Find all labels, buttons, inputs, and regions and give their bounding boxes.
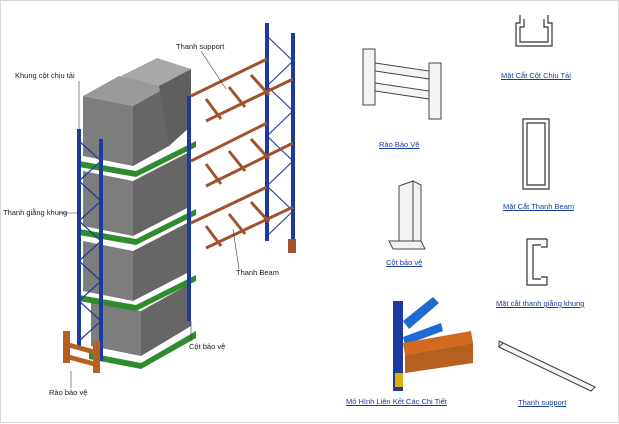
label-thanh-giang: Thanh giằng khung xyxy=(3,208,68,217)
upright-section-icon xyxy=(515,15,553,47)
column-guard-icon xyxy=(388,180,426,250)
bottom-guard-rail xyxy=(63,331,100,373)
link-rao-bao-ve[interactable]: Rào Bảo Vệ xyxy=(379,140,420,149)
main-rack xyxy=(63,58,196,373)
pallet-boxes xyxy=(83,58,191,356)
leader-lines xyxy=(59,50,240,388)
link-mat-cat-beam[interactable]: Mặt Cắt Thanh Beam xyxy=(503,202,575,211)
link-cot-bao-ve[interactable]: Cột bảo vệ xyxy=(386,258,423,267)
link-mat-cat-giang[interactable]: Mặt cắt thanh giằng khung xyxy=(496,299,585,308)
label-thanh-support: Thanh support xyxy=(176,42,225,51)
label-thanh-beam: Thanh Beam xyxy=(236,268,279,277)
green-pallets xyxy=(79,141,196,369)
link-mat-cat-cot[interactable]: Mặt Cắt Cột Chịu Tải xyxy=(501,71,571,80)
connection-model-icon xyxy=(393,297,473,391)
main-bracing xyxy=(78,140,102,342)
label-rao-bao-ve: Rào bảo vệ xyxy=(49,388,88,397)
label-cot-bao-ve: Cột bảo vệ xyxy=(189,342,226,351)
bracing-section-icon xyxy=(526,238,548,286)
beam-section-icon xyxy=(522,118,550,190)
label-khung-cot: Khung cột chịu tải xyxy=(15,71,75,80)
second-frame xyxy=(190,23,296,253)
main-uprights xyxy=(77,96,191,361)
guard-rail-icon xyxy=(362,48,442,120)
support-bar-icon xyxy=(498,340,596,392)
support-ladders xyxy=(190,57,294,250)
link-thanh-support[interactable]: Thanh support xyxy=(518,398,567,407)
link-mo-hinh[interactable]: Mô Hình Liên Kết Các Chi Tiết xyxy=(346,397,447,406)
